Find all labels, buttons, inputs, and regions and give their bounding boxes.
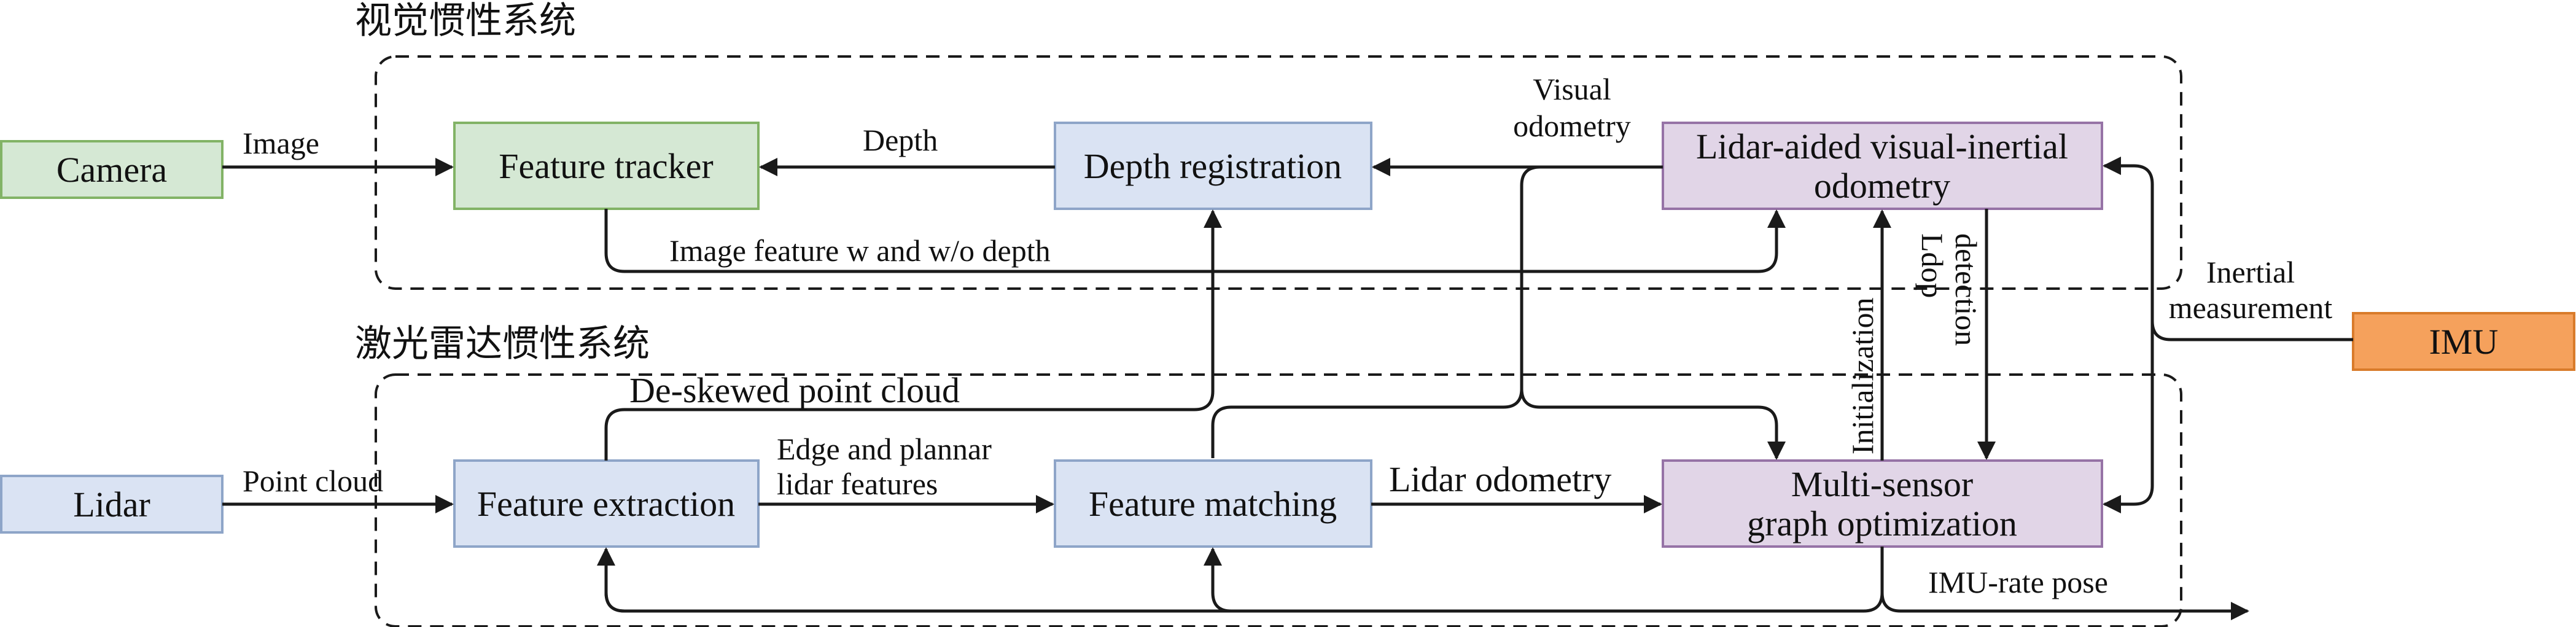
edge-features-label-line1: Edge and plannar bbox=[777, 432, 992, 466]
feature-tracker-label: Feature tracker bbox=[499, 146, 713, 186]
visual-odometry-trunk bbox=[1211, 165, 1663, 458]
inertial-measurement-label-line2: measurement bbox=[2169, 290, 2333, 325]
inertial-measurement-label-line1: Inertial bbox=[2206, 255, 2295, 289]
deskewed-point-cloud-arrow bbox=[604, 209, 1222, 461]
visual-odometry-label-line2: odometry bbox=[1513, 109, 1631, 143]
camera-label: Camera bbox=[56, 150, 167, 190]
visual-inertial-group bbox=[375, 55, 2182, 290]
feature-matching-box bbox=[1054, 459, 1372, 548]
feedback-to-matching-arrow bbox=[1204, 547, 1232, 613]
lidar-inertial-group bbox=[375, 373, 2182, 627]
multi-sensor-graph-label-line1: Multi-sensor bbox=[1791, 464, 1973, 504]
lidar-odometry-label: Lidar odometry bbox=[1389, 459, 1611, 499]
multi-sensor-graph-label-line2: graph optimization bbox=[1747, 504, 2017, 543]
point-cloud-label: Point cloud bbox=[243, 464, 383, 498]
image-feature-label: Image feature w and w/o depth bbox=[669, 233, 1051, 268]
visual-odometry-to-graph-arrow bbox=[1520, 388, 1786, 460]
depth-registration-label: Depth registration bbox=[1084, 146, 1342, 186]
feedback-to-extraction-arrow bbox=[597, 547, 625, 613]
imu-rate-pose-label: IMU-rate pose bbox=[1928, 565, 2108, 599]
lidar-label: Lidar bbox=[73, 485, 150, 524]
imu-box bbox=[2352, 312, 2575, 371]
multi-sensor-graph-box bbox=[1662, 459, 2103, 548]
feature-extraction-label: Feature extraction bbox=[477, 484, 735, 524]
camera-box bbox=[0, 140, 224, 199]
depth-label: Depth bbox=[863, 123, 938, 157]
image-label: Image bbox=[243, 126, 319, 160]
lidar-aided-vio-label-line1: Lidar-aided visual-inertial bbox=[1696, 127, 2068, 166]
lidar-box bbox=[0, 475, 224, 534]
edge-features-label-line2: lidar features bbox=[777, 467, 938, 501]
lidar-aided-vio-label-line2: odometry bbox=[1814, 166, 1950, 206]
lidar-inertial-group-label: 激光雷达惯性系统 bbox=[355, 322, 650, 365]
feedback-bus-line bbox=[604, 547, 1884, 613]
deskewed-point-cloud-label: De-skewed point cloud bbox=[629, 370, 960, 410]
imu-label: IMU bbox=[2429, 322, 2499, 362]
initialization-label: Initialization bbox=[1845, 298, 1880, 454]
loop-detection-label-line1: Ldop bbox=[1915, 233, 1950, 298]
lidar-aided-vio-box bbox=[1662, 122, 2103, 210]
visual-odometry-label-line1: Visual bbox=[1533, 72, 1611, 106]
feature-extraction-box bbox=[453, 459, 760, 548]
feature-matching-label: Feature matching bbox=[1089, 484, 1337, 524]
visual-inertial-group-label: 视觉惯性系统 bbox=[355, 0, 576, 42]
imu-bus-line bbox=[2104, 164, 2353, 341]
imu-to-graph-arrow bbox=[2103, 321, 2154, 513]
imu-rate-pose-arrow bbox=[1880, 592, 2249, 620]
loop-detection-label-line2: detection bbox=[1949, 233, 1983, 346]
image-feature-arrow bbox=[604, 209, 1786, 273]
